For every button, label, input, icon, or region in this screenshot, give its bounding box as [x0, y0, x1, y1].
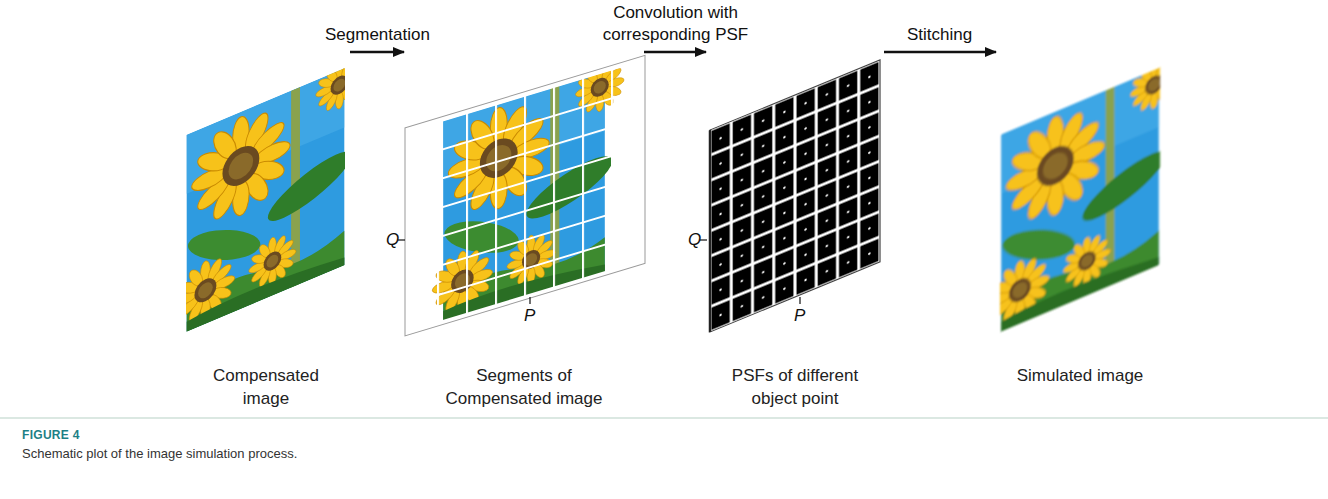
process-arrow — [350, 51, 404, 54]
step-label: Stitching — [907, 24, 972, 46]
image-panel: Compensated image — [186, 40, 346, 411]
image-panel: Simulated image — [1000, 40, 1160, 388]
process-arrow — [884, 51, 996, 54]
psf-grid — [710, 60, 880, 332]
panel-caption: Segments of Compensated image — [442, 365, 607, 411]
step-label: Convolution with corresponding PSF — [588, 2, 763, 46]
image-panel: PSFs of different object point — [710, 40, 880, 411]
compensated-image — [176, 52, 363, 337]
axis-label: P — [794, 307, 805, 326]
axis-label: Q — [688, 231, 701, 250]
step-label: Segmentation — [325, 24, 430, 46]
axis-label: Q — [386, 231, 399, 250]
p-tick — [799, 297, 800, 304]
panel-caption: PSFs of different object point — [720, 365, 870, 411]
image-panel: Segments of Compensated image — [408, 40, 640, 411]
p-tick — [529, 297, 530, 304]
panel-caption: Simulated image — [1017, 365, 1144, 388]
divider-line — [0, 417, 1328, 419]
figure-number: FIGURE 4 — [22, 428, 80, 442]
axis-label: P — [524, 307, 535, 326]
panel-caption: Compensated image — [206, 365, 326, 411]
process-arrow — [644, 51, 706, 54]
segmented-image — [405, 49, 645, 336]
figure-caption: Schematic plot of the image simulation p… — [22, 446, 297, 461]
simulated-image — [991, 51, 1178, 336]
